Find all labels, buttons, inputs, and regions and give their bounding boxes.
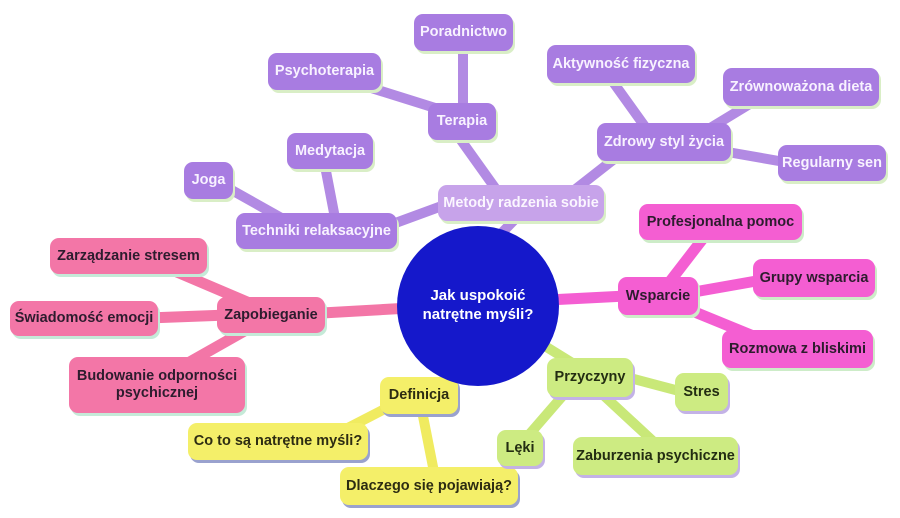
node-psychoterapia: Psychoterapia [268,53,381,90]
connector-przyczyny-stres [625,373,688,397]
connector-definicja-dlaczego [416,401,439,477]
node-metody-radzenia-sobie: Metody radzenia sobie [438,185,604,221]
node-regularny-sen: Regularny sen [778,145,886,181]
node-leki: Lęki [497,430,543,466]
node-zdrowy-styl-zycia: Zdrowy styl życia [597,123,731,161]
node-co-to-sa-natretne-mysli: Co to są natrętne myśli? [188,423,368,460]
node-rozmowa-z-bliskimi: Rozmowa z bliskimi [722,330,873,368]
connector-wsparcie-pomoc [662,230,711,290]
node-zaburzenia-psychiczne: Zaburzenia psychiczne [573,437,738,475]
node-poradnictwo: Poradnictwo [414,14,513,51]
node-zarzadzanie-stresem: Zarządzanie stresem [50,238,207,274]
node-przyczyny: Przyczyny [547,358,633,397]
node-terapia: Terapia [428,103,496,140]
connector-techniki-medytacja [320,161,340,223]
node-budowanie-odpornosci: Budowanie odporności psychicznej [69,357,245,413]
connector-metody-terapia [453,131,503,197]
node-swiadomosc-emocji: Świadomość emocji [10,301,158,336]
connector-wsparcie-grupy [688,274,768,298]
node-wsparcie: Wsparcie [618,277,698,315]
node-definicja: Definicja [380,377,458,414]
central-topic: Jak uspokoić natrętne myśli? [397,226,559,386]
node-dlaczego-sie-pojawiaja: Dlaczego się pojawiają? [340,467,518,505]
node-zrownowazona-dieta: Zrównoważona dieta [723,68,879,106]
node-joga: Joga [184,162,233,199]
node-zapobieganie: Zapobieganie [217,297,325,333]
connector-zdrowy-aktywnosc [608,77,651,133]
node-medytacja: Medytacja [287,133,373,169]
node-stres: Stres [675,373,728,411]
connector-przyczyny-zaburzenia [596,388,660,448]
connector-zapobieganie-swiadomosc [142,309,234,324]
connector-przyczyny-leki [522,387,571,442]
connector-center-wsparcie [542,290,632,306]
node-grupy-wsparcia: Grupy wsparcia [753,259,875,297]
node-techniki-relaksacyjne: Techniki relaksacyjne [236,213,397,249]
node-aktywnosc-fizyczna: Aktywność fizyczna [547,45,695,83]
node-profesjonalna-pomoc: Profesjonalna pomoc [639,204,802,240]
